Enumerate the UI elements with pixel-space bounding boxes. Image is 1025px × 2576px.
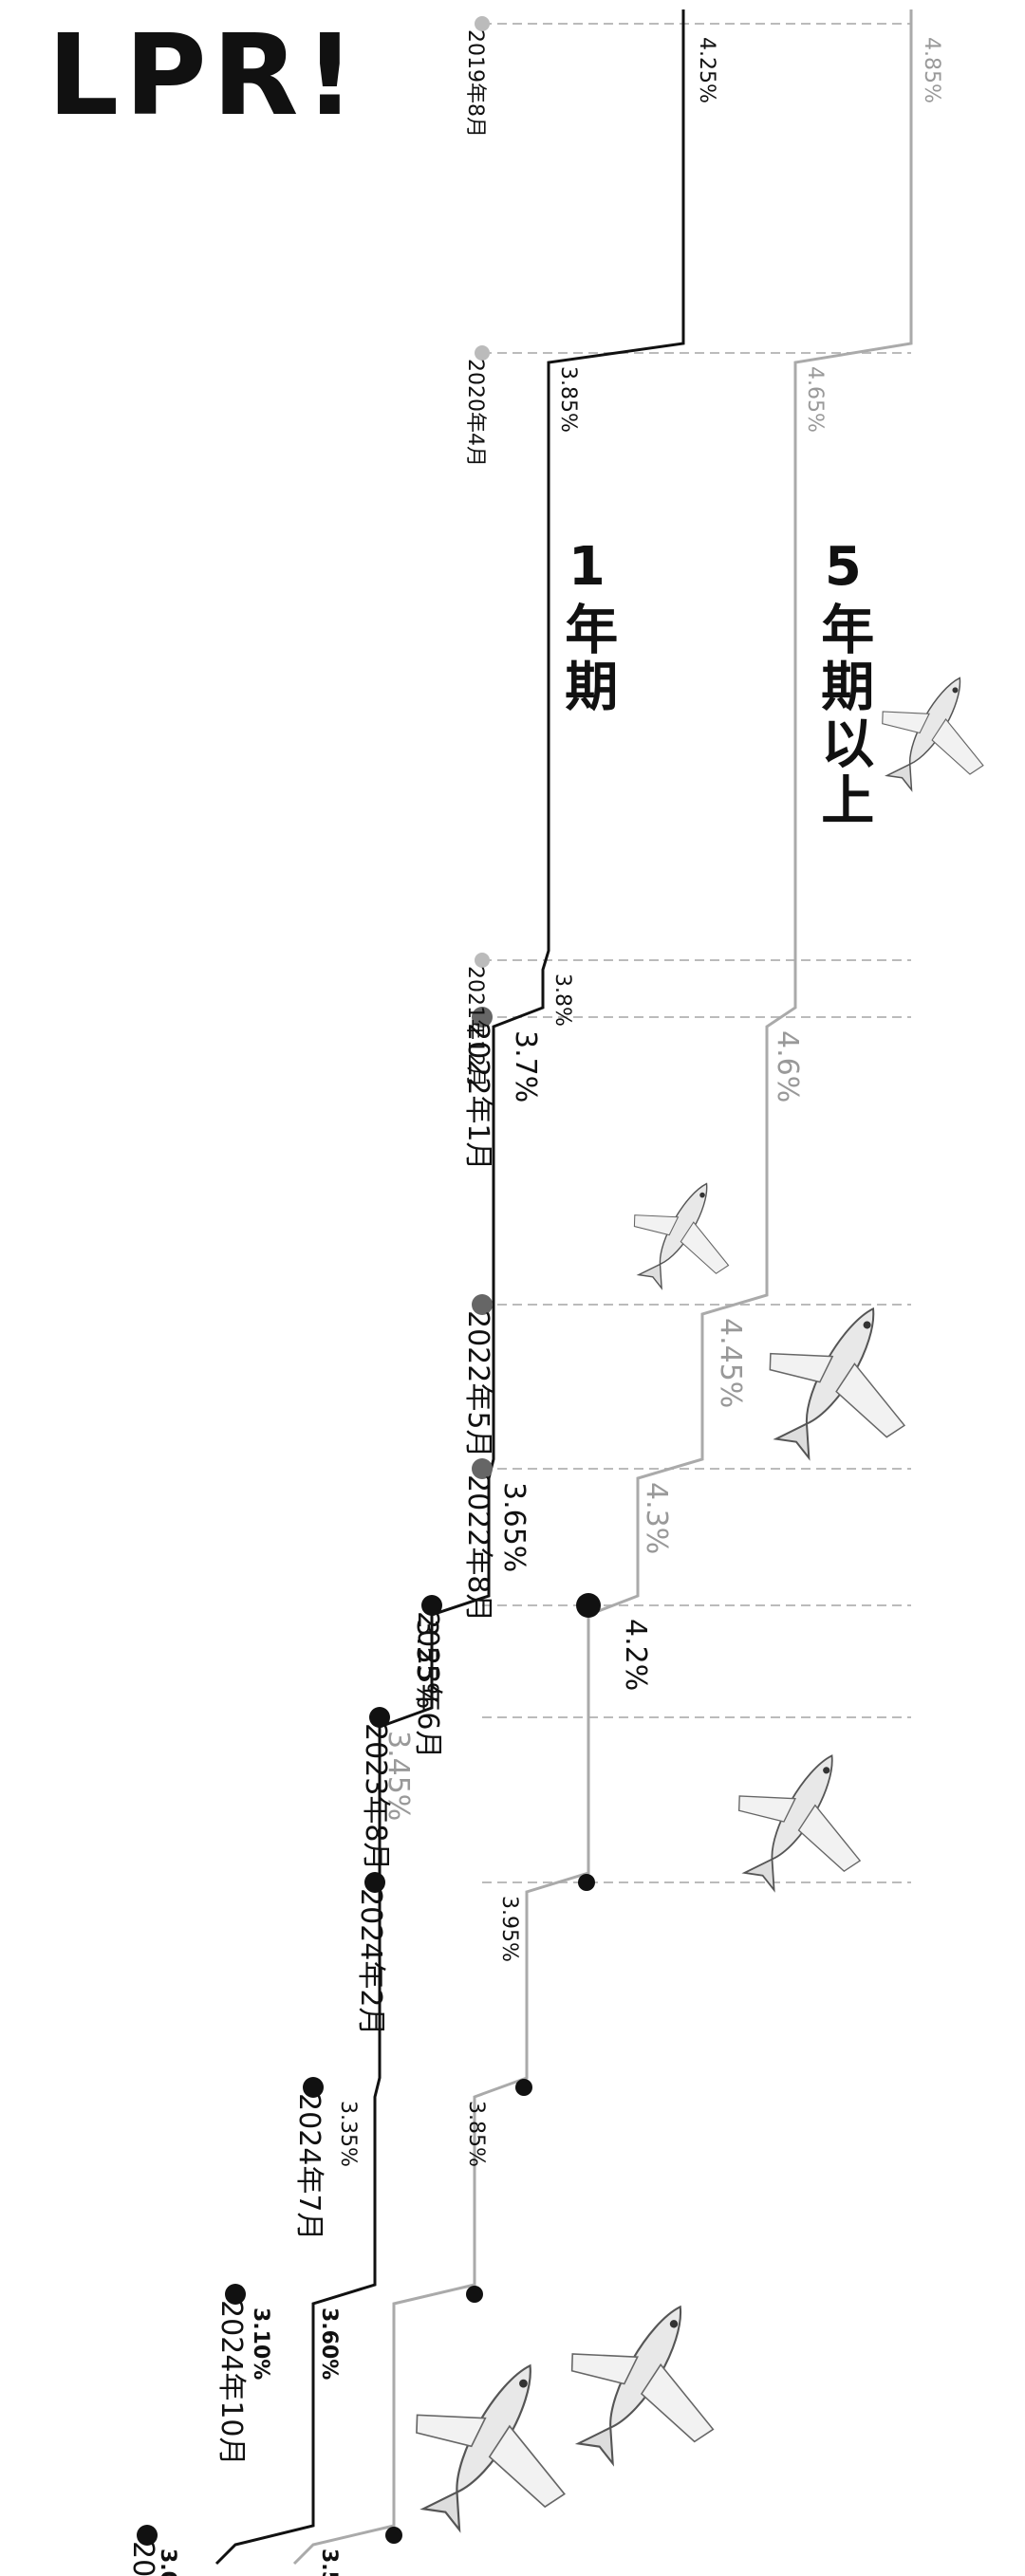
fish-eye: [669, 2320, 679, 2328]
fish-eye: [699, 1192, 705, 1198]
date-label: 2019年8月: [463, 29, 487, 138]
date-label: 2022年1月: [461, 1023, 494, 1170]
fish-wing: [488, 2424, 566, 2509]
value-label-5y: 4.65%: [803, 366, 827, 433]
date-label: 2020年4月: [463, 359, 487, 467]
chart-title: LPR!: [47, 9, 362, 140]
value-marker-5y: [576, 1593, 601, 1618]
fish-wing: [797, 1804, 862, 1873]
fish-tail: [636, 1263, 662, 1290]
date-label: 2022年8月: [461, 1474, 494, 1622]
value-label-1y: 3.65%: [497, 1482, 531, 1572]
date-label: 2025年5月: [126, 2541, 159, 2576]
value-label-5y: 3.50%: [317, 2548, 341, 2576]
value-label-5y: 3.95%: [497, 1896, 521, 1962]
value-label-1y: 3.7%: [509, 1030, 542, 1103]
date-marker: [472, 1294, 493, 1315]
fish-fin: [737, 1795, 796, 1823]
flying-fish-illustration: [737, 1754, 862, 1893]
value-label-1y: 4.25%: [695, 37, 718, 103]
date-label: 2022年5月: [461, 1310, 494, 1457]
value-label-5y: 4.85%: [920, 37, 943, 103]
value-label-1y: 3.10%: [249, 2307, 272, 2380]
fish-fin: [570, 2353, 639, 2385]
value-marker-5y: [578, 1874, 595, 1891]
date-marker: [421, 1595, 442, 1616]
fish-tail: [773, 1422, 811, 1461]
date-label: 2021年12月: [463, 966, 487, 1087]
fish-eye: [823, 1767, 830, 1774]
flying-fish-illustration: [882, 676, 984, 792]
fish-eye: [863, 1321, 871, 1329]
value-label-5y: 4.2%: [619, 1619, 652, 1691]
value-marker-5y: [385, 2527, 402, 2544]
date-label: 2023年8月: [359, 1723, 392, 1870]
date-marker: [475, 953, 490, 968]
value-marker-5y: [466, 2286, 483, 2303]
date-label: 2023年6月: [411, 1611, 444, 1758]
fish-tail: [885, 763, 913, 792]
fish-eye: [952, 687, 959, 694]
fish-tail: [741, 1858, 775, 1893]
value-label-5y: 3.85%: [464, 2101, 488, 2167]
value-label-1y: 3.55%: [410, 1619, 443, 1709]
value-label-1y: 3.35%: [336, 2101, 360, 2167]
flying-fish-illustration: [769, 1307, 906, 1461]
value-marker-5y: [515, 2079, 532, 2096]
value-label-5y: 4.6%: [771, 1030, 804, 1103]
fish-fin: [769, 1352, 834, 1383]
flying-fish-illustration: [416, 2363, 566, 2533]
fish-fin: [633, 1214, 680, 1236]
value-label-1y: 3.8%: [550, 973, 574, 1027]
date-label: 2024年10月: [214, 2300, 248, 2466]
fish-wing: [680, 1221, 730, 1274]
flying-fish-illustration: [633, 1182, 730, 1290]
fish-wing: [931, 718, 984, 775]
series-label-5y: 5年期以上: [811, 536, 874, 829]
value-label-5y: 4.45%: [714, 1318, 747, 1408]
fish-tail: [574, 2426, 614, 2467]
fish-tail: [419, 2490, 461, 2533]
value-label-5y: 4.3%: [640, 1482, 673, 1554]
date-marker: [472, 1458, 493, 1479]
series-line-1y: [214, 9, 685, 2566]
date-marker: [137, 2525, 158, 2546]
fish-wing: [835, 1362, 906, 1438]
value-label-1y: 3.45%: [382, 1731, 415, 1821]
date-marker: [303, 2077, 324, 2098]
value-label-1y: 3.0%: [156, 2548, 179, 2576]
fish-eye: [519, 2379, 528, 2388]
date-label: 2024年7月: [292, 2093, 326, 2240]
flying-fish-illustration: [570, 2305, 715, 2467]
fish-wing: [640, 2363, 715, 2443]
date-marker: [364, 1872, 385, 1893]
value-label-5y: 3.60%: [317, 2307, 341, 2380]
fish-fin: [416, 2414, 487, 2448]
series-label-1y: 1年期: [555, 536, 618, 715]
date-marker: [225, 2284, 246, 2305]
date-marker: [475, 16, 490, 31]
value-label-1y: 3.85%: [556, 366, 580, 433]
fish-fin: [882, 711, 930, 734]
date-label: 2024年2月: [354, 1888, 387, 2035]
series-line-5y: [292, 9, 913, 2566]
date-marker: [472, 1007, 493, 1028]
date-marker: [475, 345, 490, 361]
date-marker: [369, 1707, 390, 1728]
